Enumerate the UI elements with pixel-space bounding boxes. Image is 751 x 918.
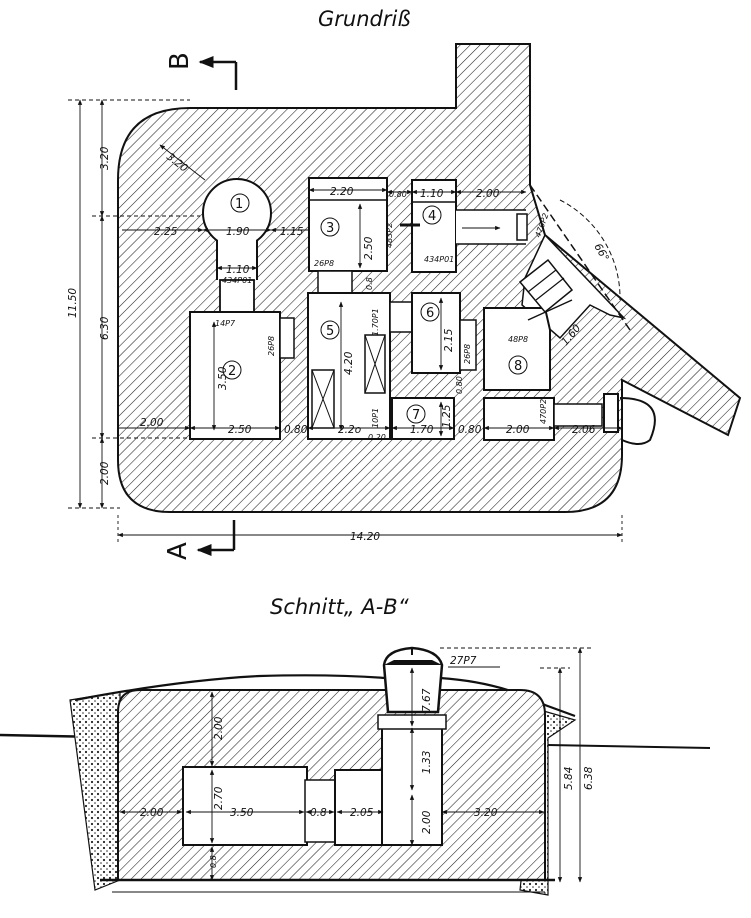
dim-r3-height: 2.50: [363, 236, 375, 260]
plan-title: Grundriß: [318, 7, 411, 31]
sdim-w3: 0.8: [310, 807, 327, 819]
dim-r2-side-code: 26P8: [267, 336, 276, 356]
dim-r1-neck-code: 434P01: [222, 276, 252, 285]
dim-left-bottom: 2.00: [99, 461, 111, 485]
dim-bottom-170: 1.70: [410, 424, 434, 436]
dim-r8-code: 48P8: [508, 335, 528, 344]
dim-bottom-220: 2.2o: [338, 424, 361, 436]
room-label-3: 3: [326, 221, 334, 236]
room-label-6: 6: [426, 306, 434, 321]
section-dimension-labels: 27P7 7.67 1.33 2.00 2.70 2.00 2.00 3.50 …: [140, 655, 595, 868]
room-label-8: 8: [514, 359, 522, 374]
dim-overall-height: 11.50: [67, 288, 79, 318]
section-dimension-lines: [119, 647, 592, 883]
room-2: [189, 311, 281, 440]
dim-bottom-200b: 2.00: [506, 424, 530, 436]
room-label-4: 4: [428, 209, 436, 224]
plan-view: 1 2 3 4 5 6 7 8 B A: [67, 43, 742, 560]
sdim-total1: 5.84: [563, 767, 575, 790]
section-marker-a-label: A: [163, 542, 193, 560]
dim-bottom-020: 0.20: [368, 433, 386, 442]
section-marker-b: B: [165, 52, 238, 90]
dim-r5-height: 4.20: [343, 351, 355, 375]
dim-r1-left: 2.25: [154, 226, 178, 238]
turret: [382, 646, 444, 714]
sdim-h5: 2.00: [213, 716, 225, 740]
dim-r3-code: 26P8: [314, 259, 334, 268]
dim-overall-width: 14.20: [350, 531, 380, 543]
sdim-top-code: 27P7: [450, 655, 477, 667]
dim-r3-width: 2.20: [330, 186, 354, 198]
section-marker-a: A: [163, 520, 236, 560]
dim-bottom-080b: 0.80: [458, 424, 482, 436]
dim-r7-height: 1.25: [441, 404, 453, 428]
sdim-w1: 2.00: [140, 807, 164, 819]
sdim-floor: 0.8: [209, 855, 218, 868]
dim-bottom-250: 2.50: [228, 424, 252, 436]
section-title: Schnitt„ A-B“: [270, 595, 409, 619]
sdim-w4: 2.05: [350, 807, 374, 819]
dim-r4-right: 2.00: [476, 188, 500, 200]
dim-r2-height: 3.50: [217, 366, 229, 390]
dim-r8-side-code: 470P2: [539, 399, 548, 424]
dim-r5-bottom-code: 10P1: [371, 408, 380, 428]
dim-r4-width: 1.10: [420, 188, 444, 200]
sdim-total2: 6.38: [583, 766, 595, 790]
dim-r1-right: 1.15: [280, 226, 304, 238]
gun-embrasure: [518, 258, 574, 321]
dim-bottom-080a: 0.80: [284, 424, 308, 436]
dim-r4-code: 434P01: [424, 255, 454, 264]
room-8-lower: [483, 397, 555, 441]
dim-r2-code: 14P7: [215, 319, 236, 328]
sdim-h3: 2.00: [421, 810, 433, 834]
section-view: 27P7 7.67 1.33 2.00 2.70 2.00 2.00 3.50 …: [0, 646, 711, 896]
earth-surface: [74, 674, 576, 718]
sdim-w2: 3.50: [230, 807, 254, 819]
section-room-mid: [334, 769, 386, 846]
dim-r3-side-code: 483P2: [385, 223, 394, 248]
plan-dimension-lines: [68, 99, 623, 545]
dim-left-top: 3.20: [99, 146, 111, 170]
sdim-h1: 7.67: [421, 688, 433, 712]
dim-r5-code: 1.70P1: [371, 308, 380, 336]
soil-left: [69, 691, 121, 891]
room-labels: 1 2 3 4 5 6 7 8: [222, 193, 528, 424]
dim-r3-r4-gap: 0.80: [389, 190, 407, 199]
dim-left-mid: 6.30: [99, 316, 111, 340]
sdim-h2: 1.33: [421, 751, 433, 774]
dim-r1-width: 1.90: [226, 226, 250, 238]
dim-r1-neck: 1.10: [226, 264, 250, 276]
dim-r6-gap: 0.80: [455, 376, 464, 394]
dim-bottom-206: 2.06: [572, 424, 596, 436]
dim-r6-code: 26P8: [463, 344, 472, 364]
section-marker-b-label: B: [165, 52, 195, 70]
sdim-h4: 2.70: [213, 786, 225, 810]
dim-r6-height: 2.15: [443, 328, 455, 352]
section-room-large: [182, 766, 308, 846]
sdim-w5: 3.20: [474, 807, 498, 819]
room-8: [483, 307, 551, 391]
dim-r5-top-gap: 0.8: [365, 277, 374, 290]
room-label-5: 5: [326, 324, 334, 339]
room-label-1: 1: [235, 197, 243, 212]
room-label-7: 7: [412, 408, 420, 423]
room-label-2: 2: [228, 364, 236, 379]
dim-angle: 66°: [591, 242, 611, 264]
dim-bottom-200: 2.00: [140, 417, 164, 429]
